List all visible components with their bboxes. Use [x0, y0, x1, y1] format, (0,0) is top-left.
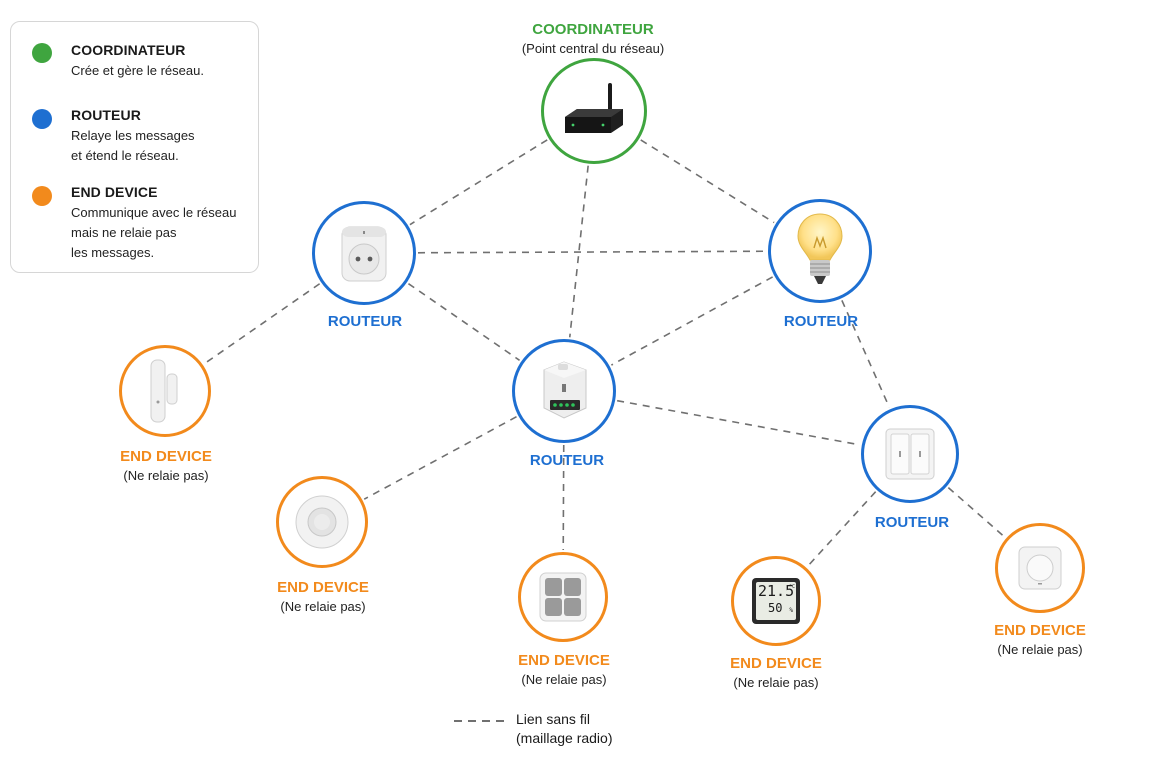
- legend-coordinator-desc: Crée et gère le réseau.: [71, 63, 204, 78]
- legend-coordinator-title: COORDINATEUR: [71, 42, 186, 58]
- router-bulb-title: ROUTEUR: [783, 313, 859, 330]
- thermometer-display-icon: 21.5 °C 50 %: [752, 578, 800, 624]
- router-bulb-label: ROUTEUR: [721, 313, 921, 330]
- end-remote-title: END DEVICE: [518, 652, 610, 669]
- link-legend-label: Lien sans fil (maillage radio): [516, 711, 613, 746]
- link-router_module-end_remote: [562, 444, 565, 551]
- router-switch-node[interactable]: [861, 405, 959, 503]
- end-motion-title: END DEVICE: [277, 579, 369, 596]
- gateway-icon: [565, 83, 623, 133]
- coordinator-dot-icon: [32, 43, 52, 63]
- legend-end-device-desc: Communique avec le réseau mais ne relaie…: [71, 205, 237, 260]
- legend-end-device-title: END DEVICE: [71, 184, 158, 200]
- end-button-label: END DEVICE (Ne relaie pas): [940, 622, 1140, 657]
- end-thermo-subtitle: (Ne relaie pas): [733, 675, 819, 690]
- temperature-unit: °C: [788, 584, 795, 590]
- end-door-node[interactable]: [119, 345, 211, 437]
- end-button-node[interactable]: [995, 523, 1085, 613]
- wall-switch-icon: [885, 428, 935, 480]
- link-router_plug-router_bulb: [417, 250, 767, 254]
- link-coordinator-router_plug: [409, 139, 548, 226]
- end-remote-label: END DEVICE (Ne relaie pas): [464, 652, 664, 687]
- end-remote-subtitle: (Ne relaie pas): [521, 672, 607, 687]
- end-thermo-node[interactable]: 21.5 °C 50 %: [731, 556, 821, 646]
- link-router_bulb-router_switch: [841, 300, 891, 408]
- router-dot-icon: [32, 109, 52, 129]
- coordinator-subtitle: (Point central du réseau): [521, 41, 665, 56]
- link-router_plug-end_door: [203, 283, 321, 365]
- legend-panel: COORDINATEUR Crée et gère le réseau. ROU…: [10, 21, 259, 273]
- legend-router-desc: Relaye les messages et étend le réseau.: [71, 128, 195, 163]
- end-door-subtitle: (Ne relaie pas): [123, 468, 209, 483]
- push-button-icon: [1018, 546, 1062, 590]
- link-router_plug-router_module: [407, 283, 521, 361]
- router-plug-title: ROUTEUR: [327, 313, 403, 330]
- end-motion-node[interactable]: [276, 476, 368, 568]
- router-module-title: ROUTEUR: [529, 452, 605, 469]
- remote-control-icon: [539, 572, 587, 622]
- motion-sensor-icon: [295, 495, 349, 549]
- end-button-subtitle: (Ne relaie pas): [997, 642, 1083, 657]
- coordinator-label: COORDINATEUR (Point central du réseau): [493, 21, 693, 56]
- end-door-label: END DEVICE (Ne relaie pas): [66, 448, 266, 483]
- end-motion-label: END DEVICE (Ne relaie pas): [223, 579, 423, 614]
- dashed-line-icon: [454, 720, 508, 722]
- humidity-value: 50: [768, 601, 783, 615]
- link-router_module-end_motion: [363, 416, 517, 500]
- door-sensor-icon: [150, 359, 178, 423]
- router-module-label: ROUTEUR: [467, 452, 667, 469]
- link-router_bulb-router_module: [610, 276, 774, 366]
- smart-plug-icon: [341, 226, 387, 282]
- coordinator-title: COORDINATEUR: [532, 21, 654, 38]
- router-switch-title: ROUTEUR: [874, 514, 950, 531]
- end-remote-node[interactable]: [518, 552, 608, 642]
- router-bulb-node[interactable]: [768, 199, 872, 303]
- link-coordinator-router_module: [568, 165, 589, 338]
- end-motion-subtitle: (Ne relaie pas): [280, 599, 366, 614]
- router-module-node[interactable]: [512, 339, 616, 443]
- router-switch-label: ROUTEUR: [812, 514, 1012, 531]
- coordinator-node[interactable]: [541, 58, 647, 164]
- link-router_module-router_switch: [616, 399, 860, 446]
- end-door-title: END DEVICE: [120, 448, 212, 465]
- humidity-unit: %: [789, 607, 793, 614]
- end-thermo-title: END DEVICE: [730, 655, 822, 672]
- router-plug-label: ROUTEUR: [265, 313, 465, 330]
- temperature-value: 21.5: [758, 582, 795, 600]
- link-coordinator-router_bulb: [640, 139, 775, 224]
- relay-module-icon: [543, 361, 587, 419]
- end-thermo-label: END DEVICE (Ne relaie pas): [676, 655, 876, 690]
- end-device-dot-icon: [32, 186, 52, 206]
- link-router_switch-end_thermo: [807, 491, 877, 567]
- legend-router-title: ROUTEUR: [71, 107, 141, 123]
- end-button-title: END DEVICE: [994, 622, 1086, 639]
- router-plug-node[interactable]: [312, 201, 416, 305]
- light-bulb-icon: [797, 213, 843, 284]
